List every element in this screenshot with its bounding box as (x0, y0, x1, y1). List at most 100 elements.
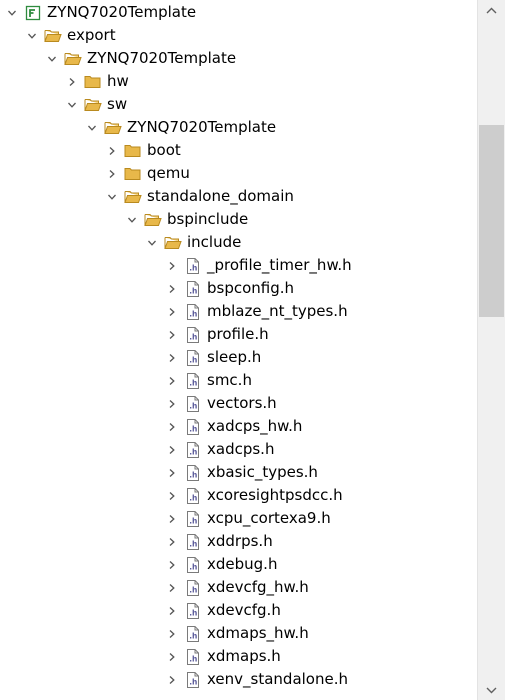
tree-item-file[interactable]: .h xadcps.h (0, 438, 477, 461)
project-icon (24, 5, 42, 21)
svg-text:.h: .h (189, 608, 197, 617)
tree-item-file[interactable]: .h xbasic_types.h (0, 461, 477, 484)
chevron-down-icon[interactable] (46, 47, 58, 70)
tree-item-folder[interactable]: sw (0, 93, 477, 116)
header-file-icon: .h (184, 556, 202, 573)
chevron-down-icon[interactable] (126, 208, 138, 231)
svg-text:.h: .h (189, 677, 197, 686)
tree-item-label: xbasic_types.h (207, 463, 318, 481)
chevron-right-icon[interactable] (166, 369, 178, 392)
tree-item-label: sleep.h (207, 348, 262, 366)
tree-item-file[interactable]: .h xcpu_cortexa9.h (0, 507, 477, 530)
tree-item-label: vectors.h (207, 394, 277, 412)
chevron-right-icon[interactable] (106, 162, 118, 185)
chevron-up-icon (486, 7, 497, 13)
folder-icon (124, 189, 142, 205)
tree-item-file[interactable]: .h xdevcfg_hw.h (0, 576, 477, 599)
chevron-right-icon[interactable] (166, 484, 178, 507)
tree-item-folder[interactable]: standalone_domain (0, 185, 477, 208)
chevron-right-icon[interactable] (166, 553, 178, 576)
scrollbar-thumb[interactable] (479, 125, 504, 317)
svg-text:.h: .h (189, 332, 197, 341)
chevron-right-icon[interactable] (166, 461, 178, 484)
chevron-right-icon[interactable] (166, 323, 178, 346)
tree-item-label: xdevcfg_hw.h (207, 578, 309, 596)
chevron-right-icon[interactable] (166, 599, 178, 622)
tree-item-file[interactable]: .h xddrps.h (0, 530, 477, 553)
tree-item-label: qemu (147, 164, 190, 182)
tree-item-folder[interactable]: boot (0, 139, 477, 162)
chevron-right-icon[interactable] (166, 645, 178, 668)
chevron-right-icon[interactable] (106, 139, 118, 162)
tree-item-file[interactable]: .h xcoresightpsdcc.h (0, 484, 477, 507)
chevron-right-icon[interactable] (166, 415, 178, 438)
header-file-icon: .h (184, 510, 202, 527)
header-file-icon: .h (184, 464, 202, 481)
chevron-down-icon[interactable] (86, 116, 98, 139)
header-file-icon: .h (184, 579, 202, 596)
chevron-down-icon[interactable] (106, 185, 118, 208)
tree-item-label: xadcps.h (207, 440, 275, 458)
chevron-right-icon[interactable] (166, 530, 178, 553)
chevron-right-icon[interactable] (66, 70, 78, 93)
svg-text:.h: .h (189, 470, 197, 479)
svg-text:.h: .h (189, 585, 197, 594)
tree-item-label: xdmaps_hw.h (207, 624, 309, 642)
tree-item-folder[interactable]: qemu (0, 162, 477, 185)
header-file-icon: .h (184, 487, 202, 504)
chevron-down-icon[interactable] (26, 24, 38, 47)
svg-text:.h: .h (189, 516, 197, 525)
tree-item-label: xddrps.h (207, 532, 273, 550)
tree-item-folder[interactable]: export (0, 24, 477, 47)
tree-item-label: bspinclude (167, 210, 249, 228)
scroll-up-button[interactable] (478, 0, 505, 20)
tree-item-label: xdmaps.h (207, 647, 281, 665)
vertical-scrollbar[interactable] (477, 0, 505, 700)
tree-item-folder[interactable]: ZYNQ7020Template (0, 116, 477, 139)
chevron-down-icon[interactable] (6, 1, 18, 24)
chevron-right-icon[interactable] (166, 576, 178, 599)
tree-item-file[interactable]: .h_profile_timer_hw.h (0, 254, 477, 277)
svg-text:.h: .h (189, 355, 197, 364)
chevron-right-icon[interactable] (166, 346, 178, 369)
chevron-right-icon[interactable] (166, 507, 178, 530)
tree-item-label: smc.h (207, 371, 252, 389)
tree-item-file[interactable]: .h xadcps_hw.h (0, 415, 477, 438)
chevron-right-icon[interactable] (166, 300, 178, 323)
chevron-down-icon[interactable] (146, 231, 158, 254)
chevron-right-icon[interactable] (166, 668, 178, 691)
svg-text:.h: .h (189, 424, 197, 433)
tree-item-folder[interactable]: hw (0, 70, 477, 93)
tree-item-folder[interactable]: include (0, 231, 477, 254)
header-file-icon: .h (184, 280, 202, 297)
tree-item-label: xcpu_cortexa9.h (207, 509, 331, 527)
tree-item-project[interactable]: ZYNQ7020Template (0, 1, 477, 24)
chevron-right-icon[interactable] (166, 254, 178, 277)
tree-item-label: xadcps_hw.h (207, 417, 303, 435)
scroll-down-button[interactable] (478, 680, 505, 700)
chevron-right-icon[interactable] (166, 277, 178, 300)
tree-item-folder[interactable]: bspinclude (0, 208, 477, 231)
svg-text:.h: .h (189, 447, 197, 456)
header-file-icon: .h (184, 671, 202, 688)
svg-text:.h: .h (189, 309, 197, 318)
tree-item-folder[interactable]: ZYNQ7020Template (0, 47, 477, 70)
tree-item-file[interactable]: .h sleep.h (0, 346, 477, 369)
chevron-down-icon[interactable] (66, 93, 78, 116)
header-file-icon: .h (184, 533, 202, 550)
chevron-right-icon[interactable] (166, 438, 178, 461)
chevron-right-icon[interactable] (166, 392, 178, 415)
folder-icon (124, 166, 142, 182)
tree-item-label: xcoresightpsdcc.h (207, 486, 343, 504)
chevron-right-icon[interactable] (166, 622, 178, 645)
